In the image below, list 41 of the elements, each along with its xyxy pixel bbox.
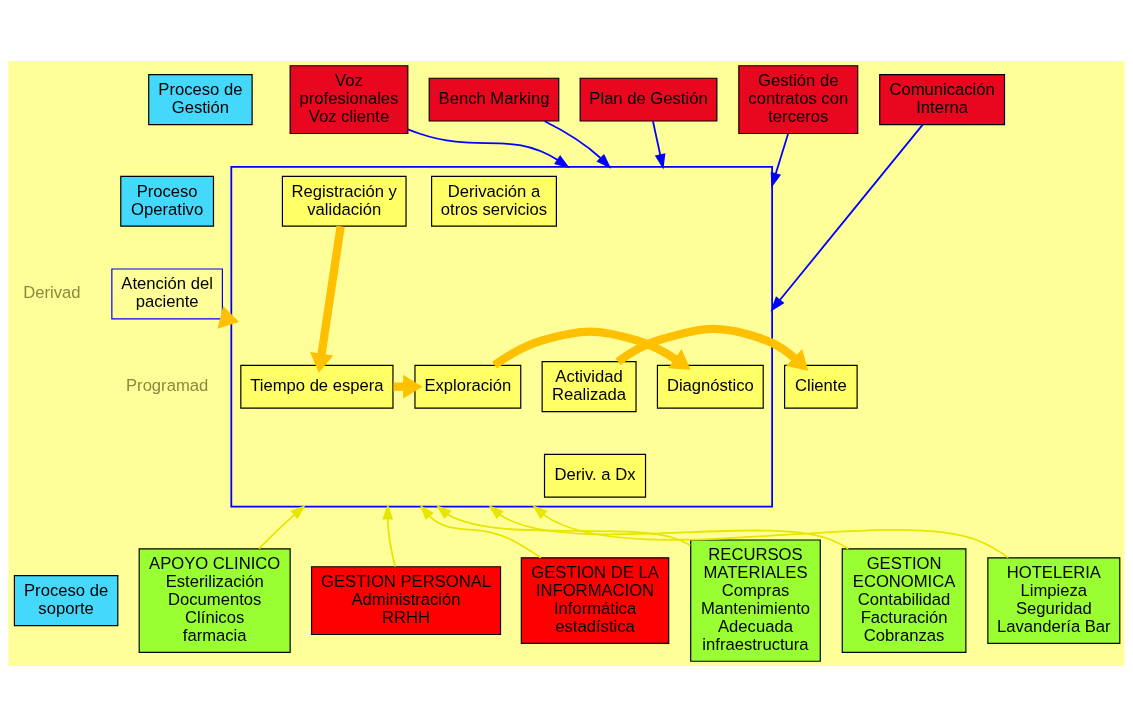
node-box: GESTION PERSONAL Administración RRHH bbox=[310, 565, 502, 635]
arrow bbox=[309, 225, 345, 373]
node-box: Proceso de soporte bbox=[13, 574, 119, 626]
node-box: Derivación a otros servicios bbox=[431, 175, 557, 227]
node-box: Cliente bbox=[784, 364, 858, 409]
arrow bbox=[488, 504, 850, 550]
node-box: Deriv. a Dx bbox=[543, 453, 647, 498]
label: Derivad bbox=[23, 282, 81, 302]
arrow bbox=[436, 504, 692, 546]
node-box: Atención del paciente bbox=[111, 267, 223, 320]
node-box: Proceso Operativo bbox=[120, 175, 215, 227]
node-box: Plan de Gestión bbox=[579, 77, 718, 122]
arrow bbox=[543, 119, 612, 169]
arrow bbox=[382, 503, 396, 567]
cluster bbox=[230, 165, 773, 508]
arrow bbox=[407, 128, 570, 168]
node-box: GESTION DE LA INFORMACION Informática estadística bbox=[520, 556, 670, 644]
node-box: Bench Marking bbox=[428, 77, 560, 122]
node-box: Gestión de contratos con terceros bbox=[738, 64, 859, 134]
node-box: RECURSOS MATERIALES Compras Mantenimiento Adecuada infraestructura bbox=[690, 538, 821, 662]
node-box: Registración y validación bbox=[281, 175, 407, 227]
node-box: APOYO CLINICO Esterilización Documentos Clínicos farmacia bbox=[138, 547, 291, 653]
arrow bbox=[258, 504, 306, 550]
label: Programad bbox=[126, 375, 209, 395]
node-box: Actividad Realizada bbox=[541, 360, 637, 412]
node-box: Proceso de Gestión bbox=[148, 73, 253, 125]
node-box: Exploración bbox=[414, 364, 522, 409]
node-box: Voz profesionales Voz cliente bbox=[289, 64, 409, 134]
arrow bbox=[419, 504, 542, 559]
arrow bbox=[652, 119, 666, 169]
node-box: Diagnóstico bbox=[656, 364, 764, 409]
arrow bbox=[770, 132, 789, 188]
node-box: HOTELERIA Limpieza Seguridad Lavandería Bar bbox=[987, 556, 1121, 644]
arrow bbox=[532, 504, 1010, 558]
node-box: Comunicación Interna bbox=[879, 73, 1006, 125]
node-box: GESTION ECONOMICA Contabilidad Facturación Cobranzas bbox=[841, 547, 967, 653]
arrow bbox=[615, 324, 809, 371]
arrow bbox=[217, 305, 240, 329]
node-box: Tiempo de espera bbox=[240, 364, 394, 409]
arrow bbox=[492, 327, 691, 370]
arrow bbox=[770, 123, 924, 312]
